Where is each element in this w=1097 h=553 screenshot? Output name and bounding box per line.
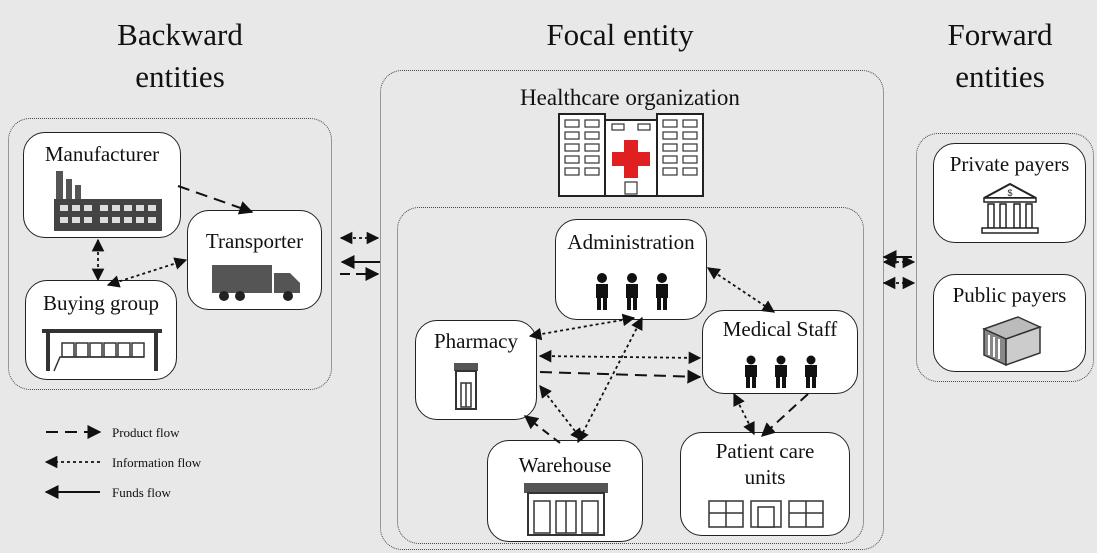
backward-heading: Backward entities <box>60 14 300 98</box>
svg-text:$: $ <box>1007 188 1012 198</box>
manufacturer-label: Manufacturer <box>44 142 160 166</box>
focal-heading: Focal entity <box>546 17 694 52</box>
public-payers-label: Public payers <box>952 283 1067 307</box>
transporter-node: Transporter <box>187 210 322 310</box>
forward-heading-line1: Forward <box>947 17 1053 52</box>
storefront-icon <box>42 329 162 372</box>
warehouse-icon <box>524 483 608 536</box>
forward-group <box>916 133 1094 382</box>
private-payers-node: Private payers $ <box>933 143 1086 243</box>
healthcare-organization-label: Healthcare organization <box>520 85 740 110</box>
warehouse-node: Warehouse <box>487 440 643 542</box>
manufacturer-node: Manufacturer <box>23 132 181 238</box>
ward-windows-icon <box>708 500 824 528</box>
backward-group <box>8 118 332 390</box>
warehouse-label: Warehouse <box>518 453 612 477</box>
pharmacy-label: Pharmacy <box>434 329 518 353</box>
buying-group-node: Buying group <box>25 280 177 380</box>
truck-icon <box>212 265 300 301</box>
public-payers-node: Public payers <box>933 274 1086 372</box>
people-icon <box>596 273 668 310</box>
forward-heading-line2: entities <box>955 59 1045 94</box>
patient-care-units-label-line2: units <box>744 465 786 489</box>
legend-funds-flow-label: Funds flow <box>112 485 171 500</box>
medical-staff-node: Medical Staff <box>702 310 858 394</box>
focal-inner-group <box>397 207 864 544</box>
administration-label: Administration <box>567 230 695 254</box>
medical-staff-label: Medical Staff <box>722 317 838 341</box>
focal-group <box>380 70 884 550</box>
backward-heading-line2: entities <box>135 59 225 94</box>
patient-care-units-label-line1: Patient care <box>715 439 815 463</box>
private-payers-label: Private payers <box>949 152 1070 176</box>
backward-heading-line1: Backward <box>117 17 243 52</box>
legend-information-flow-label: Information flow <box>112 455 202 470</box>
buying-group-label: Buying group <box>42 291 160 315</box>
pharmacy-node: Pharmacy <box>415 320 537 420</box>
factory-icon <box>54 171 162 231</box>
legend-product-flow-label: Product flow <box>112 425 180 440</box>
public-building-icon <box>981 316 1043 367</box>
forward-heading: Forward entities <box>905 14 1095 98</box>
transporter-label: Transporter <box>205 229 304 253</box>
administration-node: Administration <box>555 219 707 320</box>
hospital-building-icon <box>558 113 704 197</box>
patient-care-units-node: Patient care units <box>680 432 850 536</box>
pharmacy-door-icon <box>454 363 478 410</box>
people-icon <box>745 355 817 388</box>
bank-icon: $ <box>981 182 1039 234</box>
